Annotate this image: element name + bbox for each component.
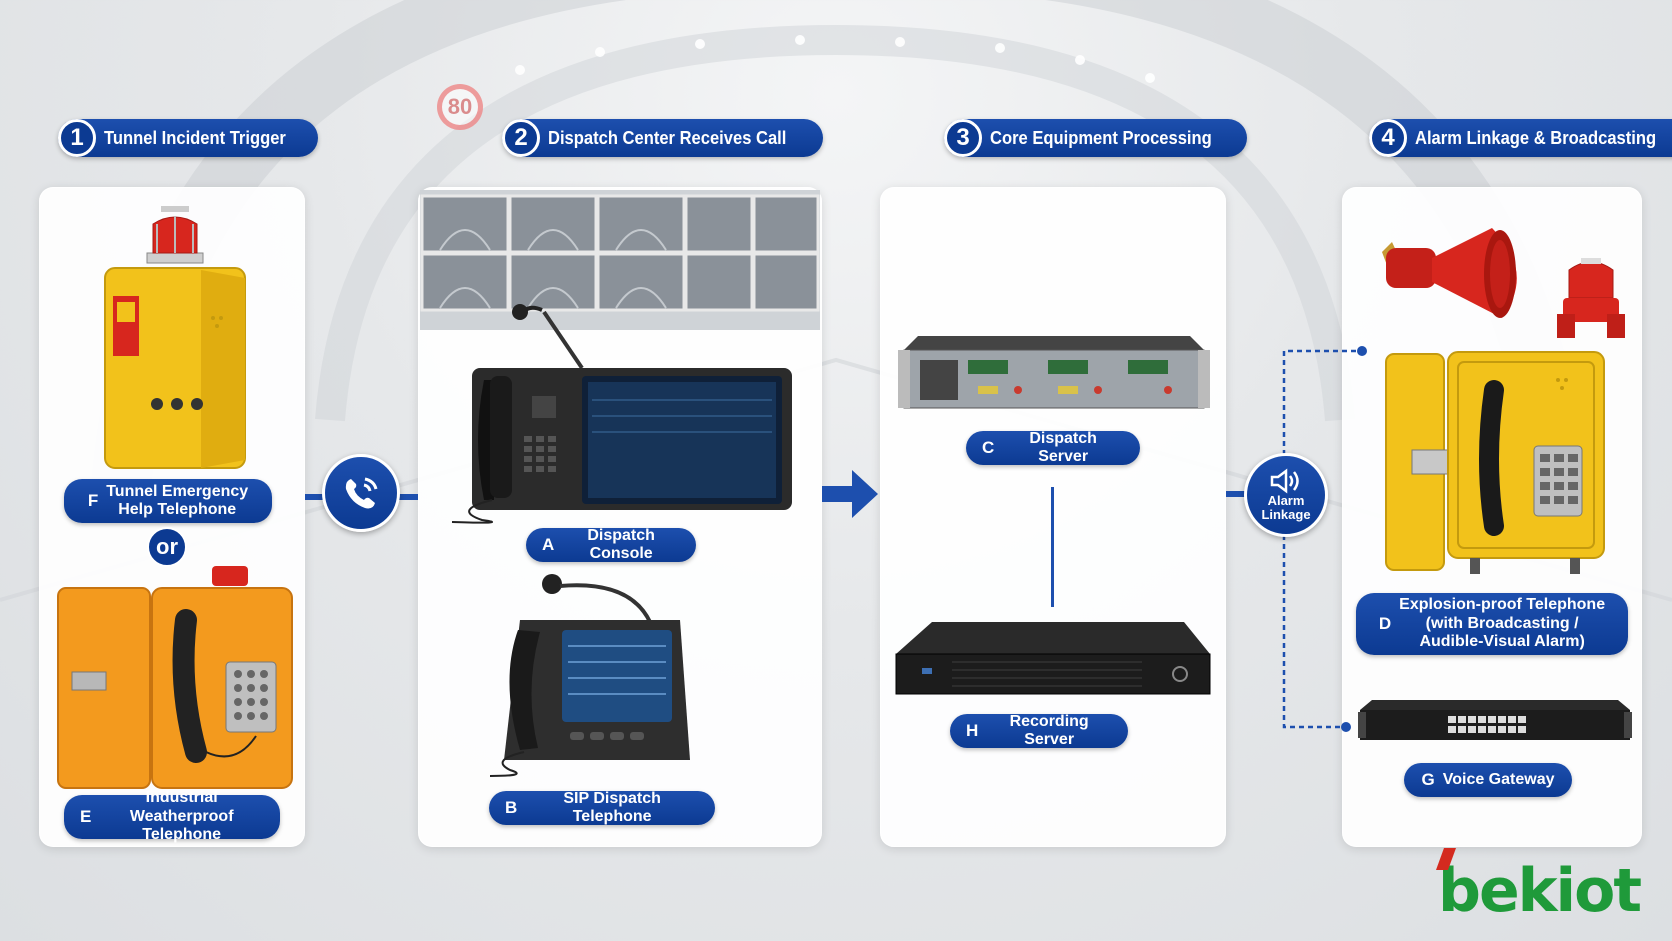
alarm-linkage-text: Alarm Linkage — [1261, 492, 1311, 522]
device-letter: A — [542, 535, 555, 555]
or-badge: or — [147, 527, 187, 567]
step-3-pill: 3 Core Equipment Processing — [944, 119, 1248, 157]
industrial-weatherproof-telephone-image — [57, 566, 293, 789]
step-number: 3 — [944, 119, 982, 157]
sip-dispatch-telephone-image — [489, 574, 690, 777]
device-name: Voice Gateway — [1442, 770, 1555, 788]
step-label: Alarm Linkage & Broadcasting — [1415, 127, 1657, 148]
connector-line — [1226, 491, 1246, 497]
device-letter: D — [1378, 614, 1392, 634]
device-name: Tunnel Emergency Help Telephone — [106, 482, 249, 518]
device-label-d: D Explosion-proof Telephone (with Broadc… — [1356, 593, 1628, 655]
dispatch-server-image — [898, 336, 1210, 409]
step-4-pill: 4 Alarm Linkage & Broadcasting — [1369, 119, 1672, 157]
device-label-b: B SIP Dispatch Telephone — [489, 789, 715, 825]
bekiot-logo: bekiot — [1435, 848, 1642, 926]
device-letter: B — [505, 798, 518, 818]
video-wall-image — [420, 190, 820, 330]
dashed-linkage-lines — [1282, 346, 1367, 732]
device-label-c: C Dispatch Server — [966, 429, 1140, 465]
device-name: SIP Dispatch Telephone — [563, 789, 661, 825]
step-label: Tunnel Incident Trigger — [104, 127, 286, 148]
device-letter: F — [87, 491, 99, 511]
phone-call-icon — [322, 454, 400, 532]
voice-gateway-image — [1358, 700, 1632, 740]
device-name: Recording Server — [1009, 712, 1089, 748]
device-name: Industrial Weatherproof Telephone — [129, 789, 234, 844]
arrow-right-icon — [822, 470, 878, 518]
tunnel-emergency-telephone-image — [104, 206, 246, 469]
device-label-h: H Recording Server — [950, 712, 1128, 748]
device-name: Dispatch Server — [1029, 429, 1097, 465]
step-number: 1 — [58, 119, 96, 157]
device-label-g: G Voice Gateway — [1404, 763, 1572, 797]
device-name: Explosion-proof Telephone (with Broadcas… — [1399, 596, 1606, 651]
device-name: Dispatch Console — [587, 526, 655, 562]
device-letter: C — [982, 438, 995, 458]
step-2-pill: 2 Dispatch Center Receives Call — [502, 119, 824, 157]
step-number: 4 — [1369, 119, 1407, 157]
device-letter: H — [966, 721, 979, 741]
step-label: Dispatch Center Receives Call — [548, 127, 787, 148]
alarm-linkage-badge: Alarm Linkage — [1244, 453, 1328, 537]
speaker-icon — [1270, 468, 1299, 494]
step-number: 2 — [502, 119, 540, 157]
horn-speaker-image — [1382, 228, 1517, 318]
device-label-a: A Dispatch Console — [526, 526, 696, 562]
alarm-beacon-image — [1557, 258, 1625, 338]
device-letter: G — [1421, 770, 1435, 790]
recording-server-image — [895, 622, 1211, 695]
connector-line — [1051, 487, 1054, 607]
explosion-proof-telephone-image — [1385, 351, 1605, 574]
device-label-e: E Industrial Weatherproof Telephone — [64, 789, 280, 843]
device-letter: E — [80, 807, 92, 827]
device-label-f: F Tunnel Emergency Help Telephone — [64, 479, 272, 523]
speed-limit-sign: 80 — [437, 84, 483, 130]
step-1-pill: 1 Tunnel Incident Trigger — [58, 119, 318, 157]
step-label: Core Equipment Processing — [990, 127, 1212, 148]
logo-text: bekiot — [1438, 856, 1642, 926]
dispatch-console-image — [451, 304, 792, 524]
